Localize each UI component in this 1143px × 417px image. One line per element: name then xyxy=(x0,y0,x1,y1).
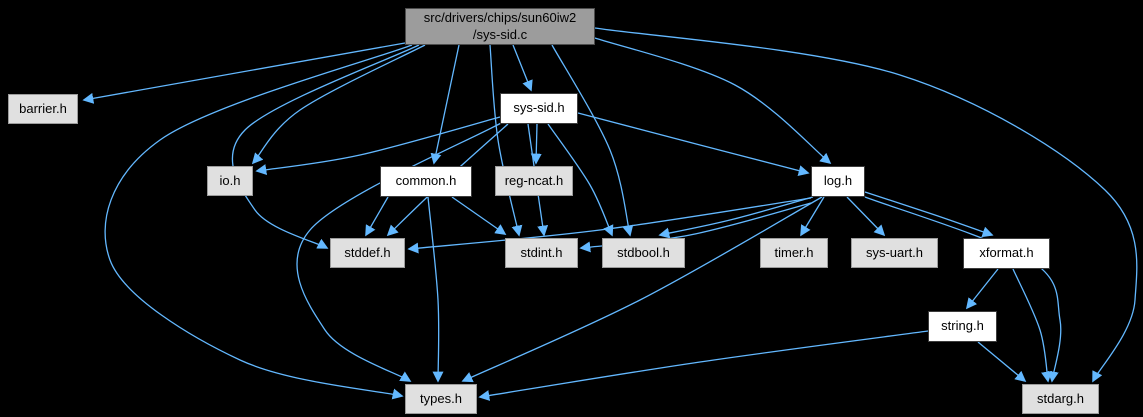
graph-node-stdbool[interactable]: stdbool.h xyxy=(602,238,685,268)
graph-node-regncat[interactable]: reg-ncat.h xyxy=(495,166,573,196)
edge-root-to-stdbool xyxy=(551,44,634,237)
graph-node-stdarg[interactable]: stdarg.h xyxy=(1022,384,1099,414)
edge-common-to-stdint xyxy=(451,196,507,235)
edge-xformat-to-stdarg xyxy=(1012,268,1052,383)
edge-log-to-types xyxy=(461,196,823,383)
graph-node-string[interactable]: string.h xyxy=(928,311,997,342)
edge-root-to-stdint xyxy=(489,44,523,237)
graph-node-common[interactable]: common.h xyxy=(380,166,472,197)
edge-root-to-stddef xyxy=(231,44,420,249)
edge-root-to-syssid xyxy=(512,44,533,92)
graph-node-log[interactable]: log.h xyxy=(811,166,865,197)
edge-string-to-types xyxy=(478,330,929,401)
graph-node-timer[interactable]: timer.h xyxy=(760,238,828,268)
edge-root-to-barrier xyxy=(82,42,406,104)
edge-log-to-stdarg xyxy=(864,196,1062,383)
edge-log-to-xformat xyxy=(864,191,994,238)
graph-node-stdint[interactable]: stdint.h xyxy=(505,238,578,268)
edge-log-to-timer xyxy=(800,196,825,237)
graph-node-syssid[interactable]: sys-sid.h xyxy=(500,93,578,124)
graph-node-sysuart[interactable]: sys-uart.h xyxy=(851,238,938,268)
edge-log-to-sysuart xyxy=(846,196,886,237)
edge-string-to-stdarg xyxy=(977,341,1027,383)
edge-common-to-types xyxy=(427,196,444,383)
edge-syssid-to-log xyxy=(577,112,810,176)
edge-log-to-stddef xyxy=(407,197,812,254)
edge-root-to-io xyxy=(251,44,426,165)
edge-syssid-to-stdbool xyxy=(547,123,614,237)
edge-xformat-to-string xyxy=(965,268,999,310)
edge-log-to-stdbool xyxy=(658,196,814,239)
edge-syssid-to-types xyxy=(296,121,504,382)
edge-common-to-stddef xyxy=(365,196,389,237)
edge-syssid-to-io xyxy=(255,116,501,176)
graph-node-root: src/drivers/chips/sun60iw2 /sys-sid.c xyxy=(405,8,595,45)
edge-root-to-log xyxy=(594,37,832,165)
edge-syssid-to-regncat xyxy=(530,123,542,165)
graph-node-stddef[interactable]: stddef.h xyxy=(330,238,405,268)
edge-root-to-common xyxy=(430,44,460,165)
graph-node-io[interactable]: io.h xyxy=(207,166,253,196)
graph-node-barrier[interactable]: barrier.h xyxy=(8,94,78,124)
edge-root-to-types xyxy=(104,44,413,400)
edge-root-to-stdarg xyxy=(594,27,1138,383)
graph-node-types[interactable]: types.h xyxy=(405,384,477,414)
graph-node-xformat[interactable]: xformat.h xyxy=(963,238,1050,269)
